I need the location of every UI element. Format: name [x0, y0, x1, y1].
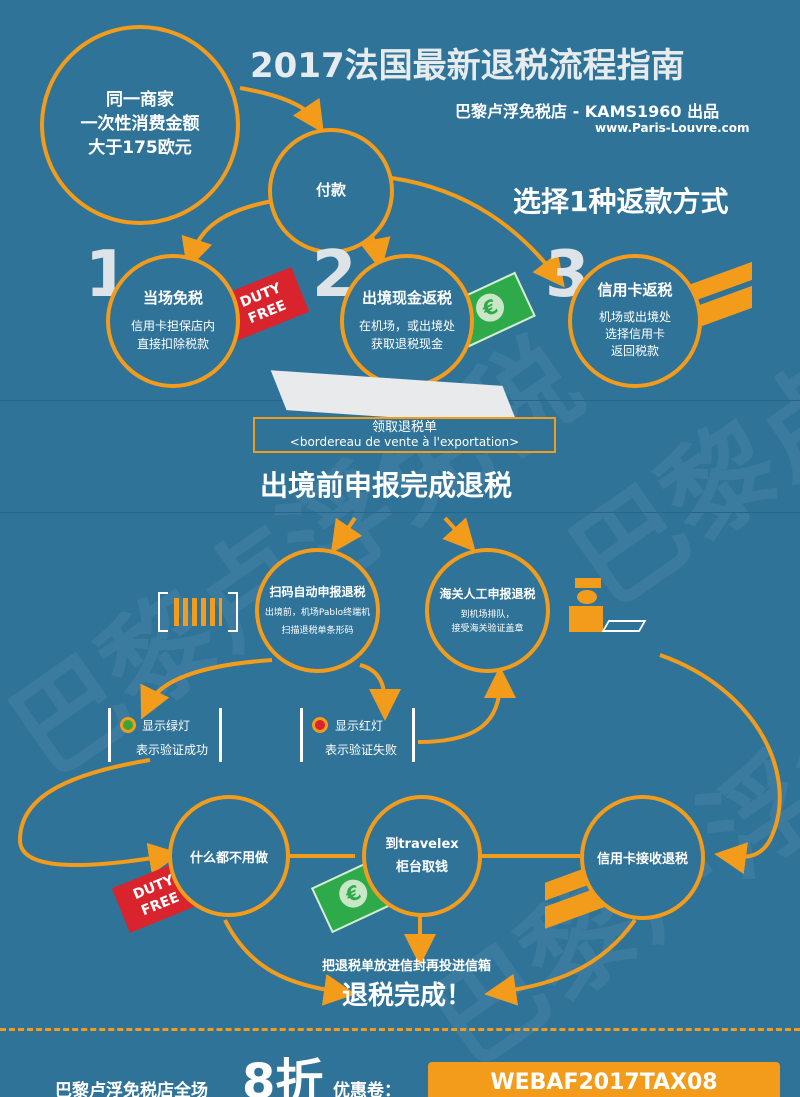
tax-form-french-name: <bordereau de vente à l'exportation> [289, 435, 520, 449]
tax-form-label: 领取退税单 [371, 420, 437, 435]
option-3-title: 信用卡返税 [597, 281, 673, 300]
tax-form-banner: 领取退税单 <bordereau de vente à l'exportatio… [253, 417, 556, 453]
start-line-1: 同一商家 [106, 90, 174, 111]
option-3-body-2: 选择信用卡 [604, 327, 665, 342]
green-light-line-1: 显示绿灯 [142, 719, 191, 733]
green-light-frame [108, 708, 222, 762]
euro-icon: € [471, 289, 509, 327]
travelex-node: 到travelex 柜台取钱 [362, 795, 482, 917]
travelex-line-2: 柜台取钱 [395, 860, 448, 875]
option-3-body-1: 机场或出境处 [598, 309, 671, 324]
option-2-body-2: 获取退税现金 [370, 336, 443, 351]
option-1-title: 当场免税 [142, 288, 203, 307]
scan-node-body-1: 出境前，机场Pablo终端机 [264, 607, 371, 618]
scan-declare-node: 扫码自动申报退税 出境前，机场Pablo终端机 扫描退税单条形码 [255, 548, 380, 673]
payment-label: 付款 [315, 181, 346, 200]
footer-store-text: 巴黎卢浮免税店全场 [55, 1081, 208, 1097]
green-light-line-2: 表示验证成功 [136, 743, 209, 757]
coupon-code: WEBAF2017TAX08 [490, 1070, 718, 1095]
page-title: 2017法国最新退税流程指南 [250, 46, 685, 86]
customs-node-body-1: 到机场排队， [460, 609, 515, 620]
option-1-body-1: 信用卡担保店内 [130, 319, 215, 334]
site-url: www.Paris-Louvre.com [595, 121, 750, 135]
card-receive-refund-label: 信用卡接收退税 [596, 852, 688, 867]
scan-node-body-2: 扫描退税单条形码 [281, 626, 354, 636]
page-subtitle: 巴黎卢浮免税店 - KAMS1960 出品 [455, 102, 720, 121]
red-light-line-2: 表示验证失败 [325, 743, 398, 757]
divider [0, 512, 800, 513]
option-2-title: 出境现金返税 [361, 288, 452, 307]
red-light-icon [312, 717, 328, 733]
option-card-refund: 信用卡返税 机场或出境处 选择信用卡 返回税款 [568, 254, 702, 388]
option-3-body-3: 返回税款 [610, 344, 659, 359]
card-receive-refund-node: 信用卡接收退税 [580, 795, 705, 920]
mail-instruction: 把退税单放进信封再投进信箱 [322, 959, 492, 974]
coupon-code-box: WEBAF2017TAX08 [428, 1062, 780, 1097]
start-line-3: 大于175欧元 [88, 137, 192, 158]
start-condition-node: 同一商家 一次性消费金额 大于175欧元 [40, 25, 240, 225]
option-instant-tax-free: 当场免税 信用卡担保店内 直接扣除税款 [106, 254, 240, 388]
customs-node-body-2: 接受海关验证盖章 [451, 624, 524, 634]
start-line-2: 一次性消费金额 [80, 114, 200, 135]
refund-complete-label: 退税完成！ [342, 981, 473, 1011]
customs-node-title: 海关人工申报退税 [439, 586, 536, 601]
footer-coupon-label: 优惠卷： [333, 1081, 401, 1097]
barcode-scanner-icon [158, 592, 238, 632]
footer-discount: 8折 [242, 1054, 324, 1097]
scan-node-title: 扫码自动申报退税 [269, 584, 366, 599]
choose-method-label: 选择1种返款方式 [513, 185, 729, 218]
customs-officer-icon [565, 578, 647, 638]
section-declare-title: 出境前申报完成退税 [260, 469, 513, 502]
footer-divider [0, 1028, 800, 1031]
red-light-frame [300, 708, 415, 762]
nothing-needed-label: 什么都不用做 [189, 850, 268, 866]
travelex-line-1: 到travelex [385, 836, 459, 852]
green-light-icon [120, 717, 136, 733]
payment-node: 付款 [268, 128, 394, 254]
option-1-body-2: 直接扣除税款 [136, 336, 209, 351]
option-2-body-1: 在机场，或出境处 [358, 319, 455, 334]
nothing-needed-node: 什么都不用做 [168, 795, 290, 917]
red-light-line-1: 显示红灯 [335, 719, 384, 733]
option-cash-refund: 出境现金返税 在机场，或出境处 获取退税现金 [340, 254, 474, 388]
customs-declare-node: 海关人工申报退税 到机场排队， 接受海关验证盖章 [425, 548, 550, 673]
